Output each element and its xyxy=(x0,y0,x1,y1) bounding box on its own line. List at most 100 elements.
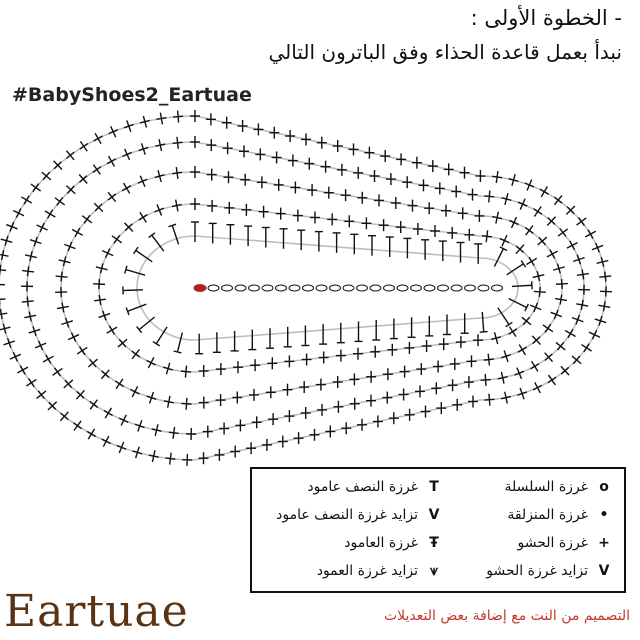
stitch-symbol xyxy=(599,286,612,297)
stitch-symbol xyxy=(146,391,157,404)
half-double-crochet-icon: T xyxy=(429,479,439,495)
stitch-symbol xyxy=(34,340,47,351)
stitch-symbol xyxy=(56,302,69,313)
stitch-symbol xyxy=(253,123,264,136)
stitch-symbol xyxy=(385,173,396,186)
stitch-symbol xyxy=(555,341,566,351)
stitch-symbol xyxy=(372,415,383,428)
stitch-symbol xyxy=(146,357,156,369)
stitch-symbol xyxy=(116,441,127,454)
stitch-symbol xyxy=(255,148,266,161)
stitch-symbol xyxy=(249,388,259,401)
stitch-symbol xyxy=(521,316,532,326)
stitch-symbol xyxy=(73,420,82,431)
stitch-symbol xyxy=(546,249,558,259)
stitch-symbol xyxy=(206,139,217,152)
stitch-symbol xyxy=(180,365,192,378)
stitch-symbol xyxy=(17,365,29,375)
stitch-symbol xyxy=(309,428,320,441)
stitch-symbol xyxy=(517,387,528,400)
stitch-symbol xyxy=(293,432,304,445)
stitch-symbol xyxy=(21,195,33,205)
stitch-symbol xyxy=(61,317,74,328)
stitch-symbol xyxy=(415,385,425,398)
dc-increase-icon: ⩛ xyxy=(430,563,438,579)
stitch-symbol xyxy=(63,379,74,389)
stitch-symbol xyxy=(81,214,93,224)
stitch-symbol xyxy=(451,185,462,198)
stitch-symbol xyxy=(542,323,554,333)
stitch-symbol xyxy=(596,256,609,267)
legend-label: تزايد غرزة العمود xyxy=(316,563,418,579)
stitch-symbol xyxy=(301,325,310,347)
stitch-symbol xyxy=(509,216,519,229)
stitch-symbol xyxy=(222,142,233,155)
stitch-symbol xyxy=(230,330,239,352)
stitch-symbol xyxy=(108,125,119,138)
stitch-symbol xyxy=(191,221,199,242)
stitch-symbol xyxy=(163,362,174,375)
stitch-symbol xyxy=(366,394,376,407)
stitch-symbol xyxy=(539,186,549,198)
stitch-symbol xyxy=(474,209,485,222)
stitch-symbol xyxy=(524,225,534,236)
stitch-symbol xyxy=(431,382,442,395)
legend-label: غرزة المنزلقة xyxy=(507,507,588,523)
stitch-symbol xyxy=(319,324,328,345)
chain-stitch xyxy=(450,284,463,292)
stitch-symbol xyxy=(117,338,128,348)
stitch-symbol xyxy=(436,402,447,415)
stitch-symbol xyxy=(508,174,519,186)
stitch-symbol xyxy=(121,182,132,194)
stitch-symbol xyxy=(497,371,508,384)
stitch-symbol xyxy=(327,213,338,226)
legend-item-slip: • غرزة المنزلقة xyxy=(507,507,614,523)
stitch-symbol xyxy=(78,174,88,184)
stitch-symbol xyxy=(198,365,209,377)
stitch-symbol xyxy=(344,215,355,228)
stitch-symbol xyxy=(565,205,576,215)
stitch-symbol xyxy=(195,333,204,355)
stitch-symbol xyxy=(6,221,18,232)
stitch-symbol xyxy=(207,199,218,212)
stitch-symbol xyxy=(315,378,326,391)
legend-item-hdc-increase: V تزايد غرزة النصف عامود xyxy=(276,507,444,523)
stitch-symbol xyxy=(353,347,363,360)
stitch-symbol xyxy=(137,175,148,187)
stitch-symbol xyxy=(148,232,165,252)
stitch-symbol xyxy=(171,199,182,212)
stitch-symbol xyxy=(332,376,343,388)
stitch-symbol xyxy=(151,424,162,437)
hashtag-label: #BabyShoes2_Eartuae xyxy=(12,84,252,106)
stitch-symbol xyxy=(390,197,401,209)
chain-stitch xyxy=(369,284,382,292)
stitch-symbol xyxy=(20,281,34,292)
chain-stitch xyxy=(423,284,436,292)
stitch-symbol xyxy=(269,126,280,139)
chain-stitch xyxy=(464,284,476,292)
stitch-symbol xyxy=(232,391,243,404)
stitch-symbol xyxy=(457,207,468,220)
instruction-text: نبدأ بعمل قاعدة الحذاء وفق الباترون التا… xyxy=(268,40,622,64)
stitch-symbol xyxy=(531,335,542,346)
stitch-symbol xyxy=(268,413,279,426)
stitch-symbol xyxy=(202,425,213,438)
stitch-symbol xyxy=(93,132,103,145)
stitch-symbol xyxy=(212,332,221,353)
stitch-symbol xyxy=(483,353,494,366)
stitch-symbol xyxy=(106,325,118,335)
stitch-symbol xyxy=(576,299,589,310)
stitch-symbol xyxy=(111,234,123,244)
stitch-symbol xyxy=(421,239,430,260)
stitch-symbol xyxy=(93,202,104,213)
stitch-symbol xyxy=(301,133,311,146)
stitch-symbol xyxy=(181,397,192,410)
stitch-symbol xyxy=(492,170,503,184)
stitch-symbol xyxy=(500,391,512,404)
stitch-symbol xyxy=(366,370,377,383)
stitch-symbol xyxy=(501,350,512,363)
stitch-symbol xyxy=(123,120,134,132)
stitch-symbol xyxy=(443,314,451,336)
chain-stitch xyxy=(383,284,395,292)
stitch-symbol xyxy=(186,427,197,441)
